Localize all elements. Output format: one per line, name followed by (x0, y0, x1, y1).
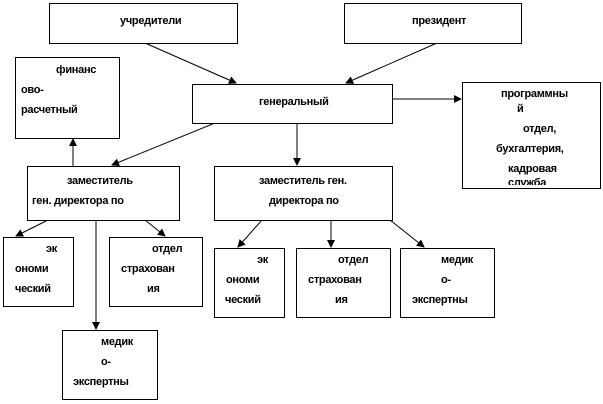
arrow-deputy1-econ1 (15, 219, 49, 237)
node-founders: учредители (49, 3, 238, 44)
node-deputy1: заместитель ген. директора по (27, 166, 180, 221)
arrow-deputy1-insurance1 (144, 219, 166, 237)
node-medical2: медик о- экспертны (400, 248, 495, 318)
node-text: отдел (152, 243, 183, 255)
node-text: заместитель ген. (259, 175, 347, 187)
node-general: генеральный (192, 84, 393, 124)
arrow-deputy2-medical2 (389, 219, 425, 248)
node-text: й (517, 103, 524, 115)
node-insurance1: отдел страхован ия (109, 237, 203, 307)
node-text: экспертны (73, 376, 129, 388)
node-text: бухгалтерия, (496, 143, 564, 155)
node-text: о- (101, 356, 111, 368)
node-text: кадровая (508, 163, 557, 175)
node-text: служба (508, 177, 547, 185)
node-deputy2: заместитель ген. директора по (214, 166, 393, 221)
node-text: ген. директора по (32, 195, 124, 207)
node-text: расчетный (21, 104, 78, 116)
node-text: учредители (120, 15, 182, 27)
node-text: страхован (308, 274, 362, 286)
node-text: ия (147, 283, 160, 295)
node-text: заместитель (67, 175, 133, 187)
node-text: экспертны (412, 294, 468, 306)
node-text: ческий (225, 294, 261, 306)
node-finance: финанс ово- расчетный (15, 57, 120, 139)
node-text: ческий (15, 283, 51, 295)
arrow-president-general (345, 42, 438, 84)
node-econ2: эк ономи ческий (214, 248, 285, 318)
arrow-deputy2-econ2 (237, 219, 263, 248)
node-medical1: медик о- экспертны (62, 330, 158, 400)
node-president: президент (344, 3, 522, 44)
node-text: медик (441, 254, 474, 266)
node-text: ономи (15, 263, 49, 275)
arrow-founders-general (144, 42, 237, 84)
arrow-general-deputy1 (111, 122, 216, 167)
node-text: отдел (338, 254, 369, 266)
node-text: ово- (21, 84, 44, 96)
node-text: эк (257, 254, 268, 266)
node-text: эк (46, 243, 57, 255)
node-text: программны (501, 88, 568, 100)
node-text: о- (441, 274, 451, 286)
node-text: президент (412, 15, 467, 27)
node-text: медик (101, 336, 134, 348)
node-text: ономи (226, 274, 260, 286)
node-text: отдел, (523, 123, 557, 135)
node-text: директора по (269, 195, 339, 207)
node-text: страхован (121, 263, 175, 275)
node-text: ия (335, 294, 348, 306)
node-text: генеральный (259, 96, 329, 108)
node-program: программны й отдел, бухгалтерия, кадрова… (462, 82, 601, 189)
node-insurance2: отдел страхован ия (296, 248, 391, 318)
node-text: финанс (56, 64, 97, 76)
node-econ1: эк ономи ческий (3, 237, 74, 307)
